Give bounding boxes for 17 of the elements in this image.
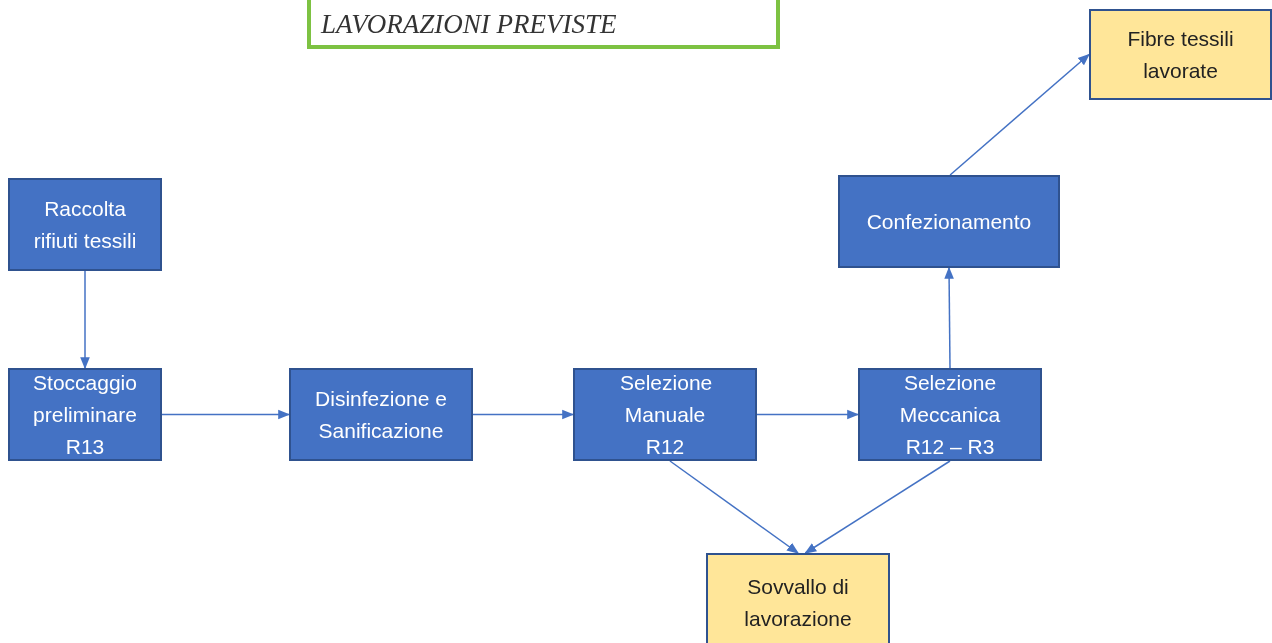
arrow (80, 270, 90, 370)
process-box: Selezione Meccanica R12 – R3 (858, 368, 1042, 461)
arrow (944, 266, 954, 369)
arrow (804, 460, 951, 554)
process-box: Stoccaggio preliminare R13 (8, 368, 162, 461)
output-box: Fibre tessili lavorate (1089, 9, 1272, 100)
arrow (756, 409, 860, 420)
process-box: Confezionamento (838, 175, 1060, 268)
arrow (161, 409, 291, 420)
arrow (949, 53, 1090, 176)
process-box: Disinfezione e Sanificazione (289, 368, 473, 461)
process-box: Selezione Manuale R12 (573, 368, 757, 461)
process-box: Raccolta rifiuti tessili (8, 178, 162, 271)
arrow (669, 460, 799, 554)
output-box: Sovvallo di lavorazione (706, 553, 890, 643)
title-box: LAVORAZIONI PREVISTE (307, 0, 780, 49)
arrow (472, 409, 575, 420)
